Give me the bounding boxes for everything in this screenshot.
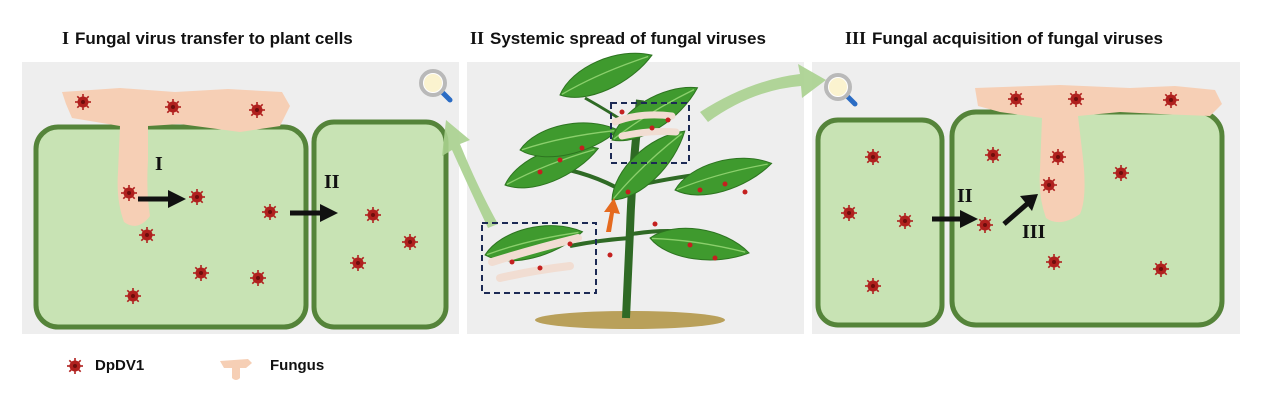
- virus-particle: [1067, 90, 1085, 108]
- panel-numeral-3: III: [845, 28, 867, 48]
- legend-fungus-label: Fungus: [270, 357, 325, 374]
- panel-title-text-2: Systemic spread of fungal viruses: [490, 29, 766, 48]
- panel-numeral-2: II: [470, 28, 485, 48]
- virus-particle: [984, 146, 1002, 164]
- step-label-III: III: [1022, 221, 1046, 243]
- inset-box-lower: [481, 222, 597, 294]
- legend-fungus-icon: [220, 359, 252, 380]
- virus-particle: [896, 212, 914, 230]
- legend-virus-icon: [66, 357, 84, 375]
- legend-virus-label: DpDV1: [95, 357, 145, 374]
- plant-cell-left: [815, 117, 945, 328]
- fungal-hypha: [975, 85, 1222, 223]
- virus-particle: [248, 101, 266, 119]
- virus-particle: [1112, 164, 1130, 182]
- virus-particle: [1162, 91, 1180, 109]
- transfer-arrow-2-head: [320, 204, 338, 222]
- plant-cell-right: [949, 109, 1225, 328]
- virus-particle: [249, 269, 267, 287]
- virus-particle: [364, 206, 382, 224]
- panel-3-diagram: [815, 75, 1225, 328]
- virus-particle: [976, 216, 994, 234]
- virus-particle: [1045, 253, 1063, 271]
- virus-particle: [1152, 260, 1170, 278]
- virus-particle: [124, 287, 142, 305]
- virus-particle: [164, 98, 182, 116]
- panel-title-1: I Fungal virus transfer to plant cells: [62, 28, 353, 49]
- upward-spread-arrow: [604, 198, 620, 232]
- plant-cell-small: [311, 119, 449, 330]
- virus-particle: [864, 277, 882, 295]
- virus-particle: [261, 203, 279, 221]
- soil: [535, 311, 725, 329]
- magnifier-icon: [826, 75, 855, 104]
- virus-particle: [1049, 148, 1067, 166]
- panel-numeral-1: I: [62, 28, 70, 48]
- zoom-arrow-left: [442, 120, 498, 228]
- magnifier-icon: [421, 71, 450, 100]
- panel-title-text-1: Fungal virus transfer to plant cells: [75, 29, 353, 48]
- acquisition-arrow-head: [1020, 194, 1038, 211]
- step-label-I: I: [155, 153, 163, 175]
- transfer-arrow-1-head: [168, 190, 186, 208]
- fungal-hypha: [62, 88, 290, 226]
- virus-particle: [138, 226, 156, 244]
- virus-particle: [840, 204, 858, 222]
- step-label-II-right: II: [957, 185, 973, 207]
- step-label-II: II: [324, 171, 340, 193]
- inset-box-upper: [610, 102, 690, 164]
- panel-title-text-3: Fungal acquisition of fungal viruses: [872, 29, 1163, 48]
- virus-particle: [864, 148, 882, 166]
- virus-particle: [188, 188, 206, 206]
- panel-title-2: II Systemic spread of fungal viruses: [470, 28, 766, 49]
- panel-2-plant: [481, 42, 776, 329]
- zoom-arrow-right: [700, 64, 826, 122]
- virus-particle: [349, 254, 367, 272]
- virus-particle: [401, 233, 419, 251]
- virus-particle: [74, 93, 92, 111]
- transfer-arrow-3-head: [960, 210, 978, 228]
- panel-title-3: III Fungal acquisition of fungal viruses: [845, 28, 1163, 49]
- virus-particle: [1007, 90, 1025, 108]
- plant-cell-large: [33, 124, 309, 330]
- virus-particle: [120, 184, 138, 202]
- virus-particle: [192, 264, 210, 282]
- panel-1-diagram: [33, 71, 450, 330]
- virus-particle: [1040, 176, 1058, 194]
- acquisition-arrow: [1002, 202, 1029, 226]
